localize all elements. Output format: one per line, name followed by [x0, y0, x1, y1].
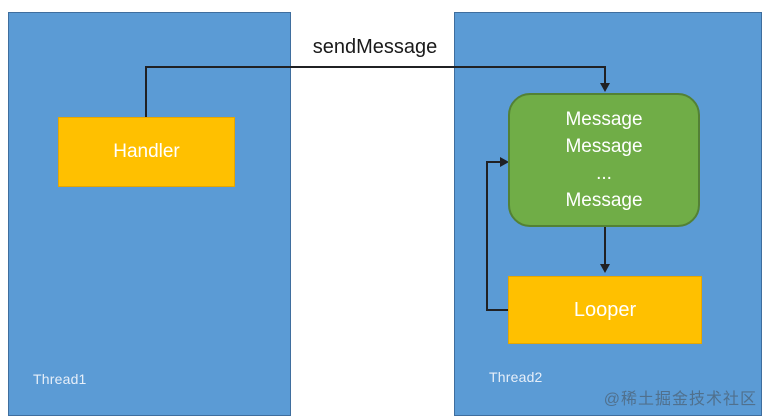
loop-arrow-segment-top: [487, 161, 501, 163]
thread1-panel: [8, 12, 291, 416]
looper-label: Looper: [573, 298, 637, 321]
send-message-label: sendMessage: [312, 36, 438, 58]
queue-to-looper-arrow-segment: [604, 227, 606, 265]
loop-arrow-segment-bottom: [487, 309, 508, 311]
queue-line: Message: [565, 109, 643, 130]
send-message-arrow-segment-up: [145, 66, 147, 117]
loop-arrowhead: [500, 157, 509, 167]
handler-label: Handler: [113, 141, 180, 162]
message-queue-box: Message Message ... Message: [508, 93, 700, 227]
send-message-arrow-segment-down: [604, 66, 606, 83]
queue-line: Message: [565, 136, 643, 157]
thread1-label: Thread1: [33, 371, 87, 387]
queue-line: ...: [596, 163, 612, 184]
queue-line: Message: [565, 190, 643, 211]
send-message-arrow-segment-across: [145, 66, 606, 68]
thread2-label: Thread2: [489, 369, 543, 385]
handler-box: Handler: [58, 117, 235, 187]
send-message-arrowhead: [600, 83, 610, 92]
loop-arrow-segment-vertical: [486, 161, 488, 311]
looper-box: Looper: [508, 276, 702, 344]
watermark-text: @稀土掘金技术社区: [603, 391, 757, 408]
queue-to-looper-arrowhead: [600, 264, 610, 273]
